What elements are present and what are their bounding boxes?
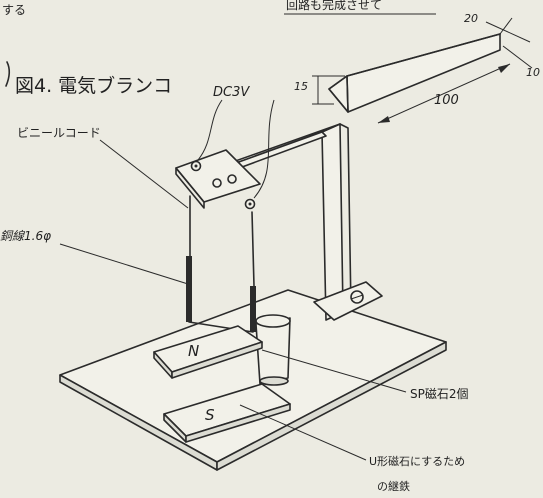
length-arrow-left	[378, 116, 390, 123]
length-arrow-right	[498, 64, 510, 73]
figure-title: 図4. 電気ブランコ	[15, 74, 172, 97]
wire-leader	[59, 243, 189, 285]
height-dimension: 15	[294, 80, 308, 93]
top-center-text: 回路も完成させて	[286, 0, 382, 12]
vinyl-cord-leader	[99, 139, 189, 209]
sp-magnets-leader	[261, 349, 407, 393]
bolt-right	[244, 198, 256, 210]
sp-magnets-label: SP磁石2個	[410, 386, 469, 401]
width-dim-line	[485, 21, 531, 43]
length-dimension: 100	[434, 93, 459, 108]
width-dimension: 20	[464, 12, 478, 25]
base-board	[59, 289, 447, 471]
bolt-left	[190, 160, 202, 172]
u-magnet-label-line1: U形磁石にするため	[369, 455, 465, 468]
u-magnet-leader	[239, 404, 367, 461]
magnet-plate-n	[153, 325, 263, 379]
width-dim-ext	[499, 17, 513, 35]
swing-seat-block	[328, 33, 501, 113]
swing-wire-left	[186, 195, 192, 322]
u-magnet-label-line2: の継鉄	[377, 479, 410, 493]
lead-wire-right	[253, 99, 275, 199]
title-bracket	[5, 61, 11, 87]
wire-label: 銅線1.6φ	[0, 229, 51, 243]
lead-wire-left	[197, 99, 223, 161]
cup	[255, 314, 291, 386]
magnet-s-label: S	[205, 406, 215, 424]
magnet-plate-s	[163, 383, 291, 443]
top-left-text: する	[2, 3, 26, 17]
depth-dimension: 10	[526, 66, 540, 79]
vinyl-cord-label: ビニールコード	[17, 126, 101, 140]
dc-voltage-label: DC3V	[213, 85, 250, 100]
swing-wire-right	[250, 211, 256, 332]
magnet-n-label: N	[188, 342, 199, 360]
length-dim-line	[377, 63, 511, 124]
bolt-center	[212, 174, 237, 188]
post-foot-plate	[313, 281, 383, 321]
depth-dim-line	[502, 45, 533, 69]
